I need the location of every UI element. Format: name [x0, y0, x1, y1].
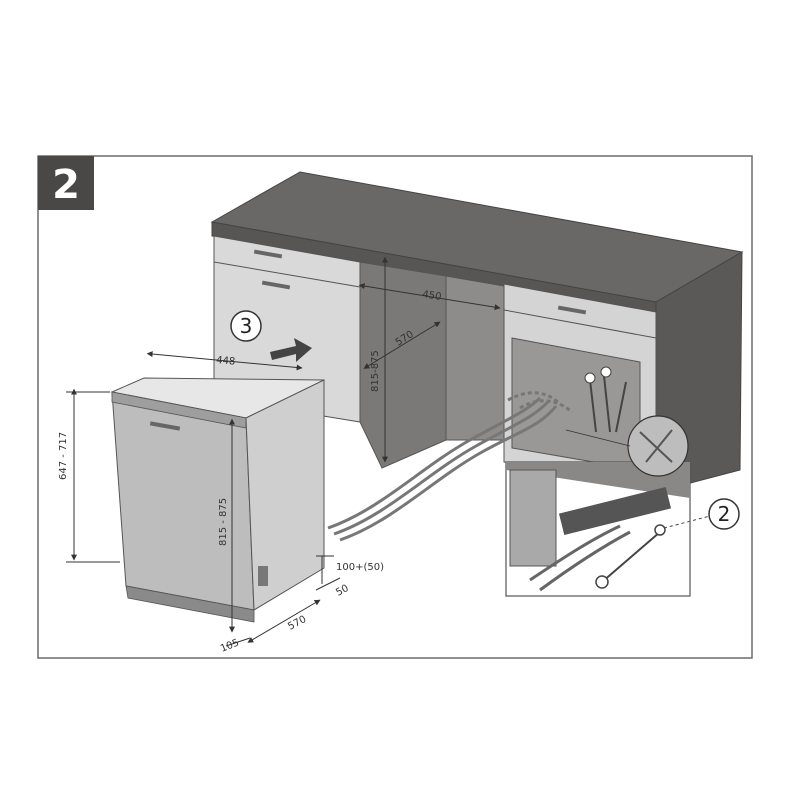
callout-step-2-label: 2 — [718, 502, 731, 526]
dishwasher — [110, 377, 325, 623]
step-badge: 2 — [38, 156, 94, 210]
screw-icon — [595, 575, 609, 589]
magnifier-detail — [565, 415, 689, 477]
connection-detail-inset — [505, 461, 711, 597]
dim-appliance-width: 448 — [216, 355, 236, 368]
step-badge-label: 2 — [52, 162, 80, 208]
callout-step-3: 3 — [230, 310, 262, 342]
dishwasher-side — [245, 379, 325, 611]
dim-niche-height: 815-875 — [370, 350, 381, 392]
dishwasher-handle — [149, 421, 181, 431]
valve-handle-icon — [600, 366, 612, 378]
dim-appliance-body-height: 647 - 717 — [58, 432, 69, 480]
callout-step-2: 2 — [708, 498, 740, 530]
dim-rear-gap: 50 — [334, 583, 350, 599]
dim-connection-height: 100+(50) — [336, 562, 384, 573]
adjustable-foot — [258, 566, 268, 586]
dim-niche-width: 450 — [422, 289, 443, 303]
dim-appliance-total-height: 815 - 875 — [218, 498, 229, 546]
dimension-lines: 450 570 815-875 448 647 - 717 815 - 875 … — [58, 256, 501, 655]
screw-icon — [654, 524, 666, 536]
water-valves — [584, 366, 627, 433]
drawer-handle — [261, 280, 291, 290]
hoses — [327, 391, 573, 542]
drawer-handle — [253, 249, 283, 259]
drawer-handle — [557, 305, 587, 315]
valve-handle-icon — [584, 372, 596, 384]
callout-step-3-label: 3 — [240, 314, 253, 338]
